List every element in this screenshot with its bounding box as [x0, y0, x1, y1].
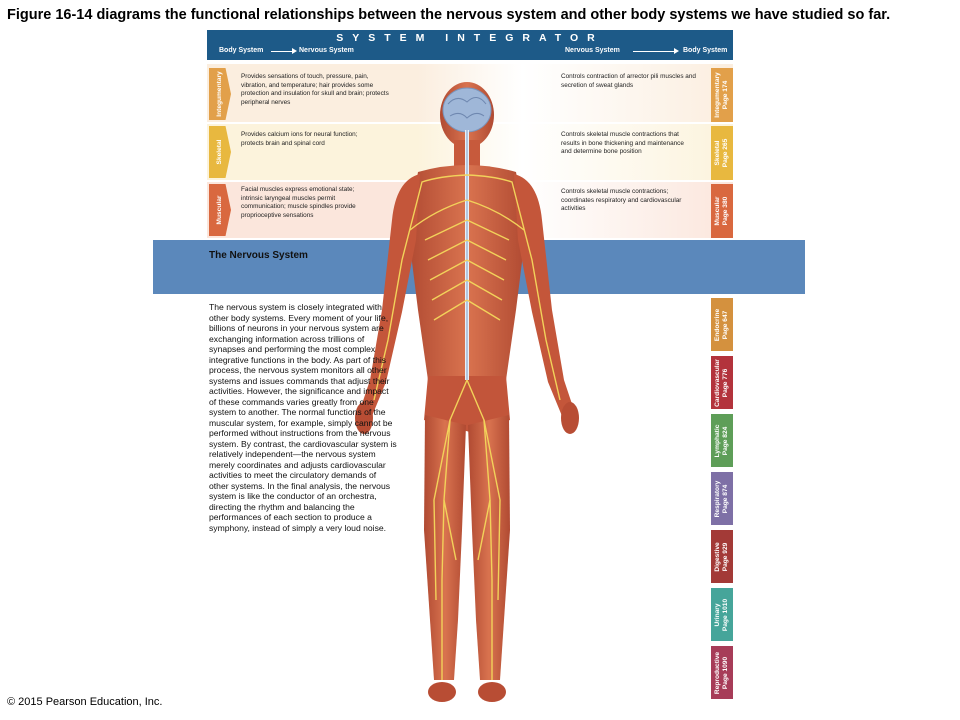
nervous-to-skeletal-text: Controls skeletal muscle contractions th…: [561, 131, 684, 156]
muscular-to-nervous-text: Facial muscles express emotional state; …: [241, 186, 356, 219]
nervous-to-muscular-text: Controls skeletal muscle contractions; c…: [561, 188, 682, 213]
body-silhouette: [355, 82, 579, 702]
tab-left-label: Skeletal: [216, 139, 223, 165]
tab-left-skeletal: Skeletal: [209, 126, 231, 178]
tab-left-label: Integumentary: [216, 71, 223, 117]
system-integrator-title: SYSTEM INTEGRATOR: [336, 32, 604, 44]
nervous-system-title: The Nervous System: [209, 250, 308, 261]
spinal-cord-and-nerves: [373, 130, 561, 680]
copyright-notice: © 2015 Pearson Education, Inc.: [7, 696, 163, 708]
skeletal-to-nervous-text: Provides calcium ions for neural functio…: [241, 131, 358, 147]
tab-left-muscular: Muscular: [209, 184, 231, 236]
right-to-label: Body System: [683, 47, 728, 54]
tab-left-integumentary: Integumentary: [209, 68, 231, 120]
left-arrow-icon: [271, 48, 297, 54]
integumentary-to-nervous-text: Provides sensations of touch, pressure, …: [241, 73, 389, 106]
right-from-label: Nervous System: [565, 47, 620, 54]
nervous-system-description: The nervous system is closely integrated…: [209, 302, 397, 533]
left-to-label: Nervous System: [299, 47, 354, 54]
right-arrow-icon: [633, 48, 679, 54]
human-nervous-system-figure: [355, 82, 579, 702]
tab-left-label: Muscular: [216, 195, 223, 225]
figure-caption: Figure 16-14 diagrams the functional rel…: [7, 7, 891, 23]
left-from-label: Body System: [219, 47, 264, 54]
system-integrator-header: SYSTEM INTEGRATOR Body System Nervous Sy…: [207, 30, 733, 60]
brain-icon: [442, 87, 492, 133]
nervous-to-integumentary-text: Controls contraction of arrector pili mu…: [561, 73, 696, 89]
